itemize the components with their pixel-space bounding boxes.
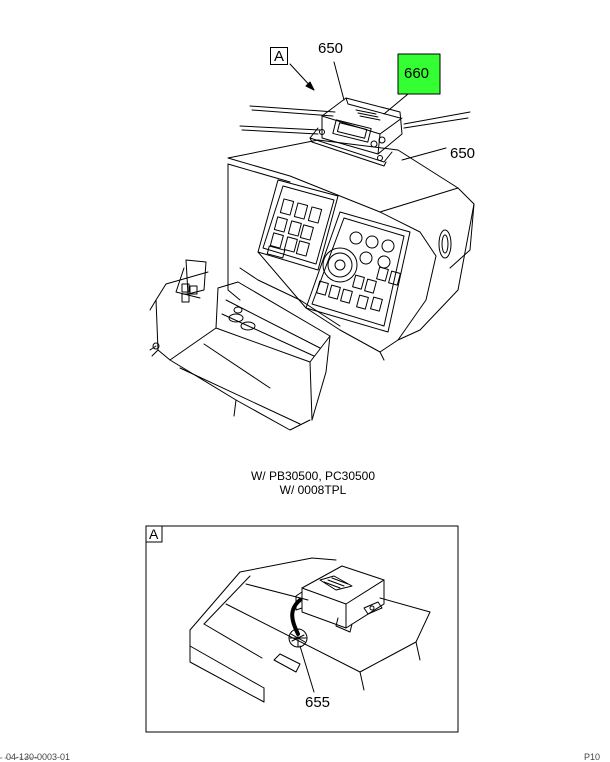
leader-lines [289,61,447,161]
callout-660: 660 [404,65,430,82]
dash-console-illustration [149,97,475,431]
part-660-highlight [397,53,441,95]
detail-view-a [145,525,459,733]
footer-page: P10 [584,752,601,762]
callout-650-right: 650 [450,145,476,162]
view-label-a: A [270,47,289,65]
footer-doc-number: 04-130-0003-01 [6,752,71,762]
callout-655: 655 [305,694,331,711]
detail-view-label-a: A [149,526,159,542]
callout-650-top: 650 [318,40,344,57]
caption-line-2: W/ 0008TPL [279,483,347,497]
caption-line-1: W/ PB30500, PC30500 [250,469,376,483]
